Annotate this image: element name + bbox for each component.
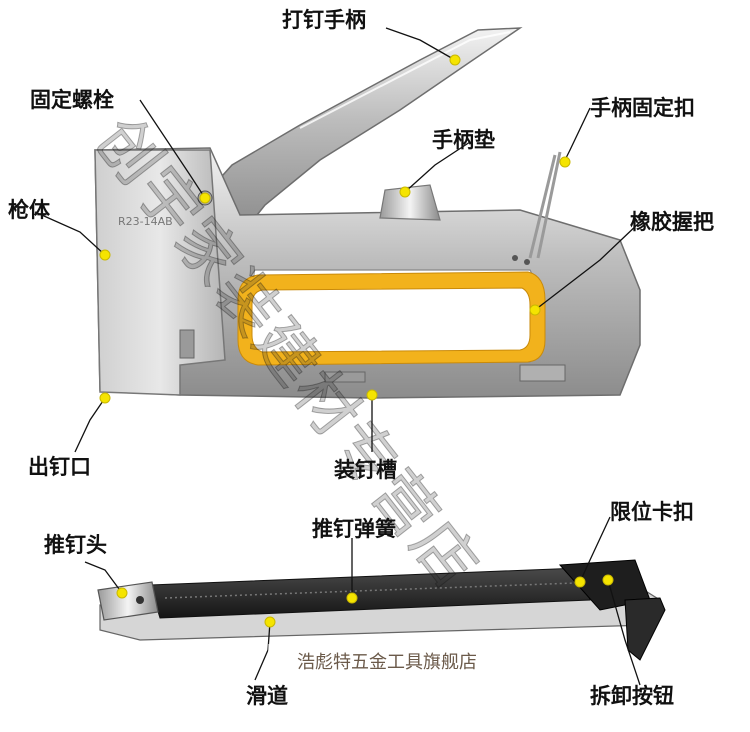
label-body: 枪体 xyxy=(8,198,50,222)
dot-body xyxy=(99,249,111,261)
label-rubber-grip: 橡胶握把 xyxy=(630,210,714,234)
pusher-head xyxy=(97,581,159,621)
dot-release-button xyxy=(602,574,614,586)
label-staple-exit: 出钉口 xyxy=(28,455,91,479)
rubber-grip xyxy=(237,271,546,366)
dot-slide-rail xyxy=(264,616,276,628)
handle-pad xyxy=(379,184,441,221)
label-handle-pad: 手柄垫 xyxy=(432,128,495,152)
dot-handle xyxy=(449,54,461,66)
dot-staple-slot xyxy=(366,389,378,401)
dot-pusher-spring xyxy=(346,592,358,604)
dot-staple-exit xyxy=(99,392,111,404)
label-release-button: 拆卸按钮 xyxy=(590,684,674,708)
dot-limit-clip xyxy=(574,576,586,588)
label-pusher-head: 推钉头 xyxy=(44,533,107,557)
dot-handle-lock xyxy=(559,156,571,168)
stapler-handle xyxy=(194,27,523,231)
label-fixing-bolt: 固定螺栓 xyxy=(30,88,114,112)
label-handle: 打钉手柄 xyxy=(282,8,366,32)
dot-handle-pad xyxy=(399,186,411,198)
handle-lock-wire xyxy=(528,151,562,259)
label-limit-clip: 限位卡扣 xyxy=(610,500,694,524)
dot-pusher-head xyxy=(116,587,128,599)
dot-rubber-grip xyxy=(529,304,541,316)
label-slide-rail: 滑道 xyxy=(246,684,288,708)
model-mark: R23-14AB xyxy=(118,215,173,228)
dot-fixing-bolt xyxy=(199,192,211,204)
label-pusher-spring: 推钉弹簧 xyxy=(312,517,396,541)
label-handle-lock: 手柄固定扣 xyxy=(590,96,695,120)
shop-banner: 浩彪特五金工具旗舰店 xyxy=(268,644,506,682)
label-staple-slot: 装钉槽 xyxy=(334,458,397,482)
